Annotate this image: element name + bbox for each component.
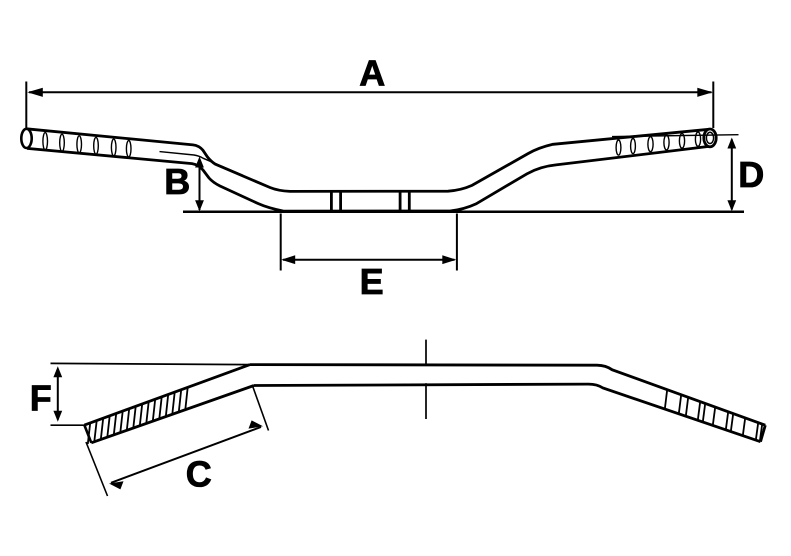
svg-text:D: D xyxy=(738,154,764,195)
svg-text:F: F xyxy=(30,378,52,419)
svg-text:C: C xyxy=(186,454,212,495)
svg-text:B: B xyxy=(164,161,190,202)
svg-text:E: E xyxy=(360,261,384,302)
svg-text:A: A xyxy=(359,53,385,94)
